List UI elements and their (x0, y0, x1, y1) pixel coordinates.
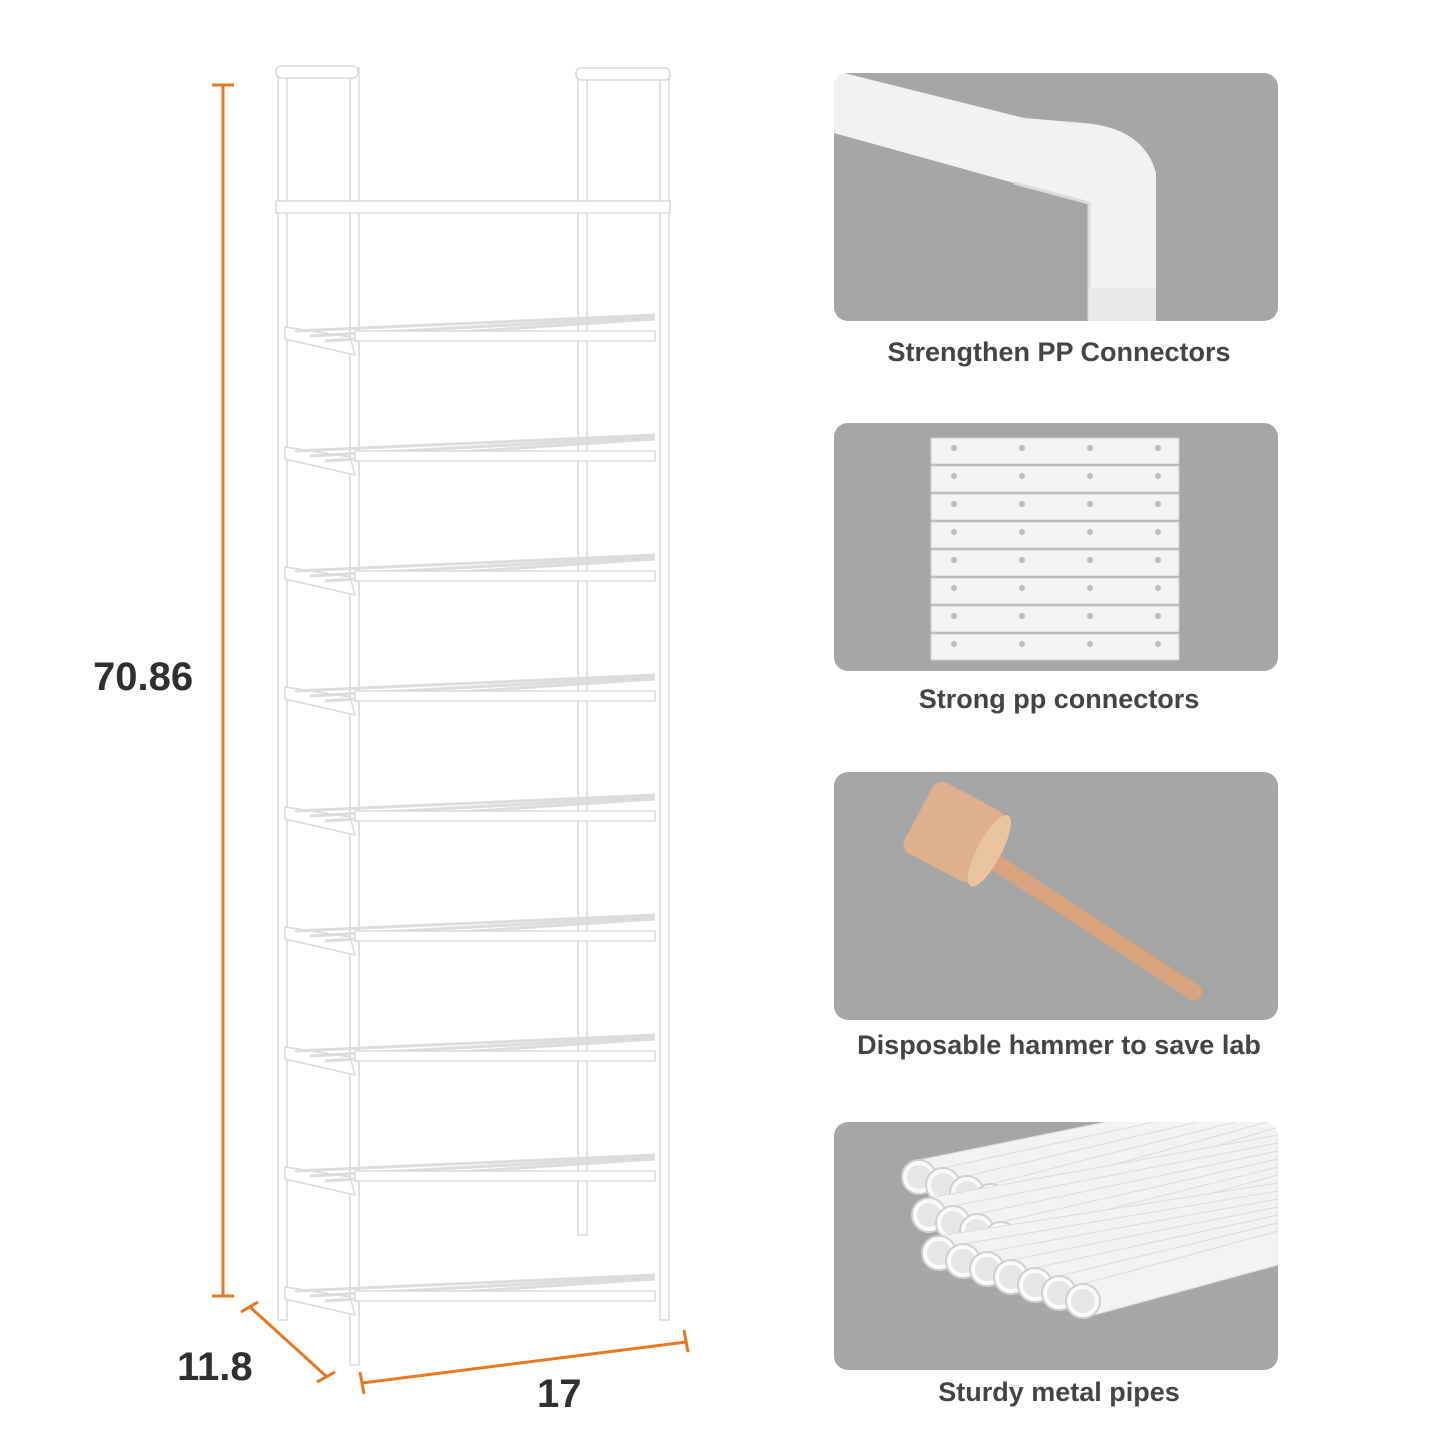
rack-shelf (284, 553, 656, 597)
feature-panel-connector (834, 73, 1278, 321)
connector-elbow-icon (834, 73, 1156, 321)
connector-piece (930, 493, 1180, 521)
rack-shelf (284, 1033, 656, 1077)
rack-shelf (284, 1273, 656, 1317)
rack-shelf (284, 1153, 656, 1197)
connector-piece (930, 549, 1180, 577)
depth-dimension-line (248, 1305, 329, 1379)
connector-piece (930, 577, 1180, 605)
connector-piece (930, 605, 1180, 633)
feature-panel-pipes (834, 1122, 1278, 1370)
rack-shelf (284, 793, 656, 837)
feature-panel-connectors-stack (834, 423, 1278, 671)
feature-caption: Disposable hammer to save lab (857, 1030, 1261, 1060)
connector-piece (930, 465, 1180, 493)
feature-caption: Strong pp connectors (918, 684, 1200, 714)
connector-stack-icon (930, 437, 1180, 661)
connector-piece (930, 521, 1180, 549)
rack-shelf (275, 200, 671, 214)
shoe-rack-illustration (275, 65, 671, 1366)
depth-label: 11.8 (177, 1345, 253, 1389)
feature-caption: Strengthen PP Connectors (887, 337, 1231, 367)
rack-top-handle (275, 65, 359, 79)
connector-piece (930, 633, 1180, 661)
connector-piece (930, 437, 1180, 465)
feature-caption: Sturdy metal pipes (938, 1377, 1180, 1407)
pipes-icon (901, 1122, 1278, 1319)
feature-panel-hammer (834, 772, 1278, 1020)
dimension-lines (212, 83, 690, 1395)
rack-shelf (284, 433, 656, 477)
rack-shelf (284, 313, 656, 357)
height-label: 70.86 (93, 655, 194, 699)
hammer-icon (903, 781, 1202, 1000)
width-label: 17 (537, 1372, 582, 1416)
rack-top-handle (575, 67, 671, 81)
rack-shelf (284, 673, 656, 717)
rack-shelf (284, 913, 656, 957)
width-dimension-line (361, 1340, 687, 1385)
